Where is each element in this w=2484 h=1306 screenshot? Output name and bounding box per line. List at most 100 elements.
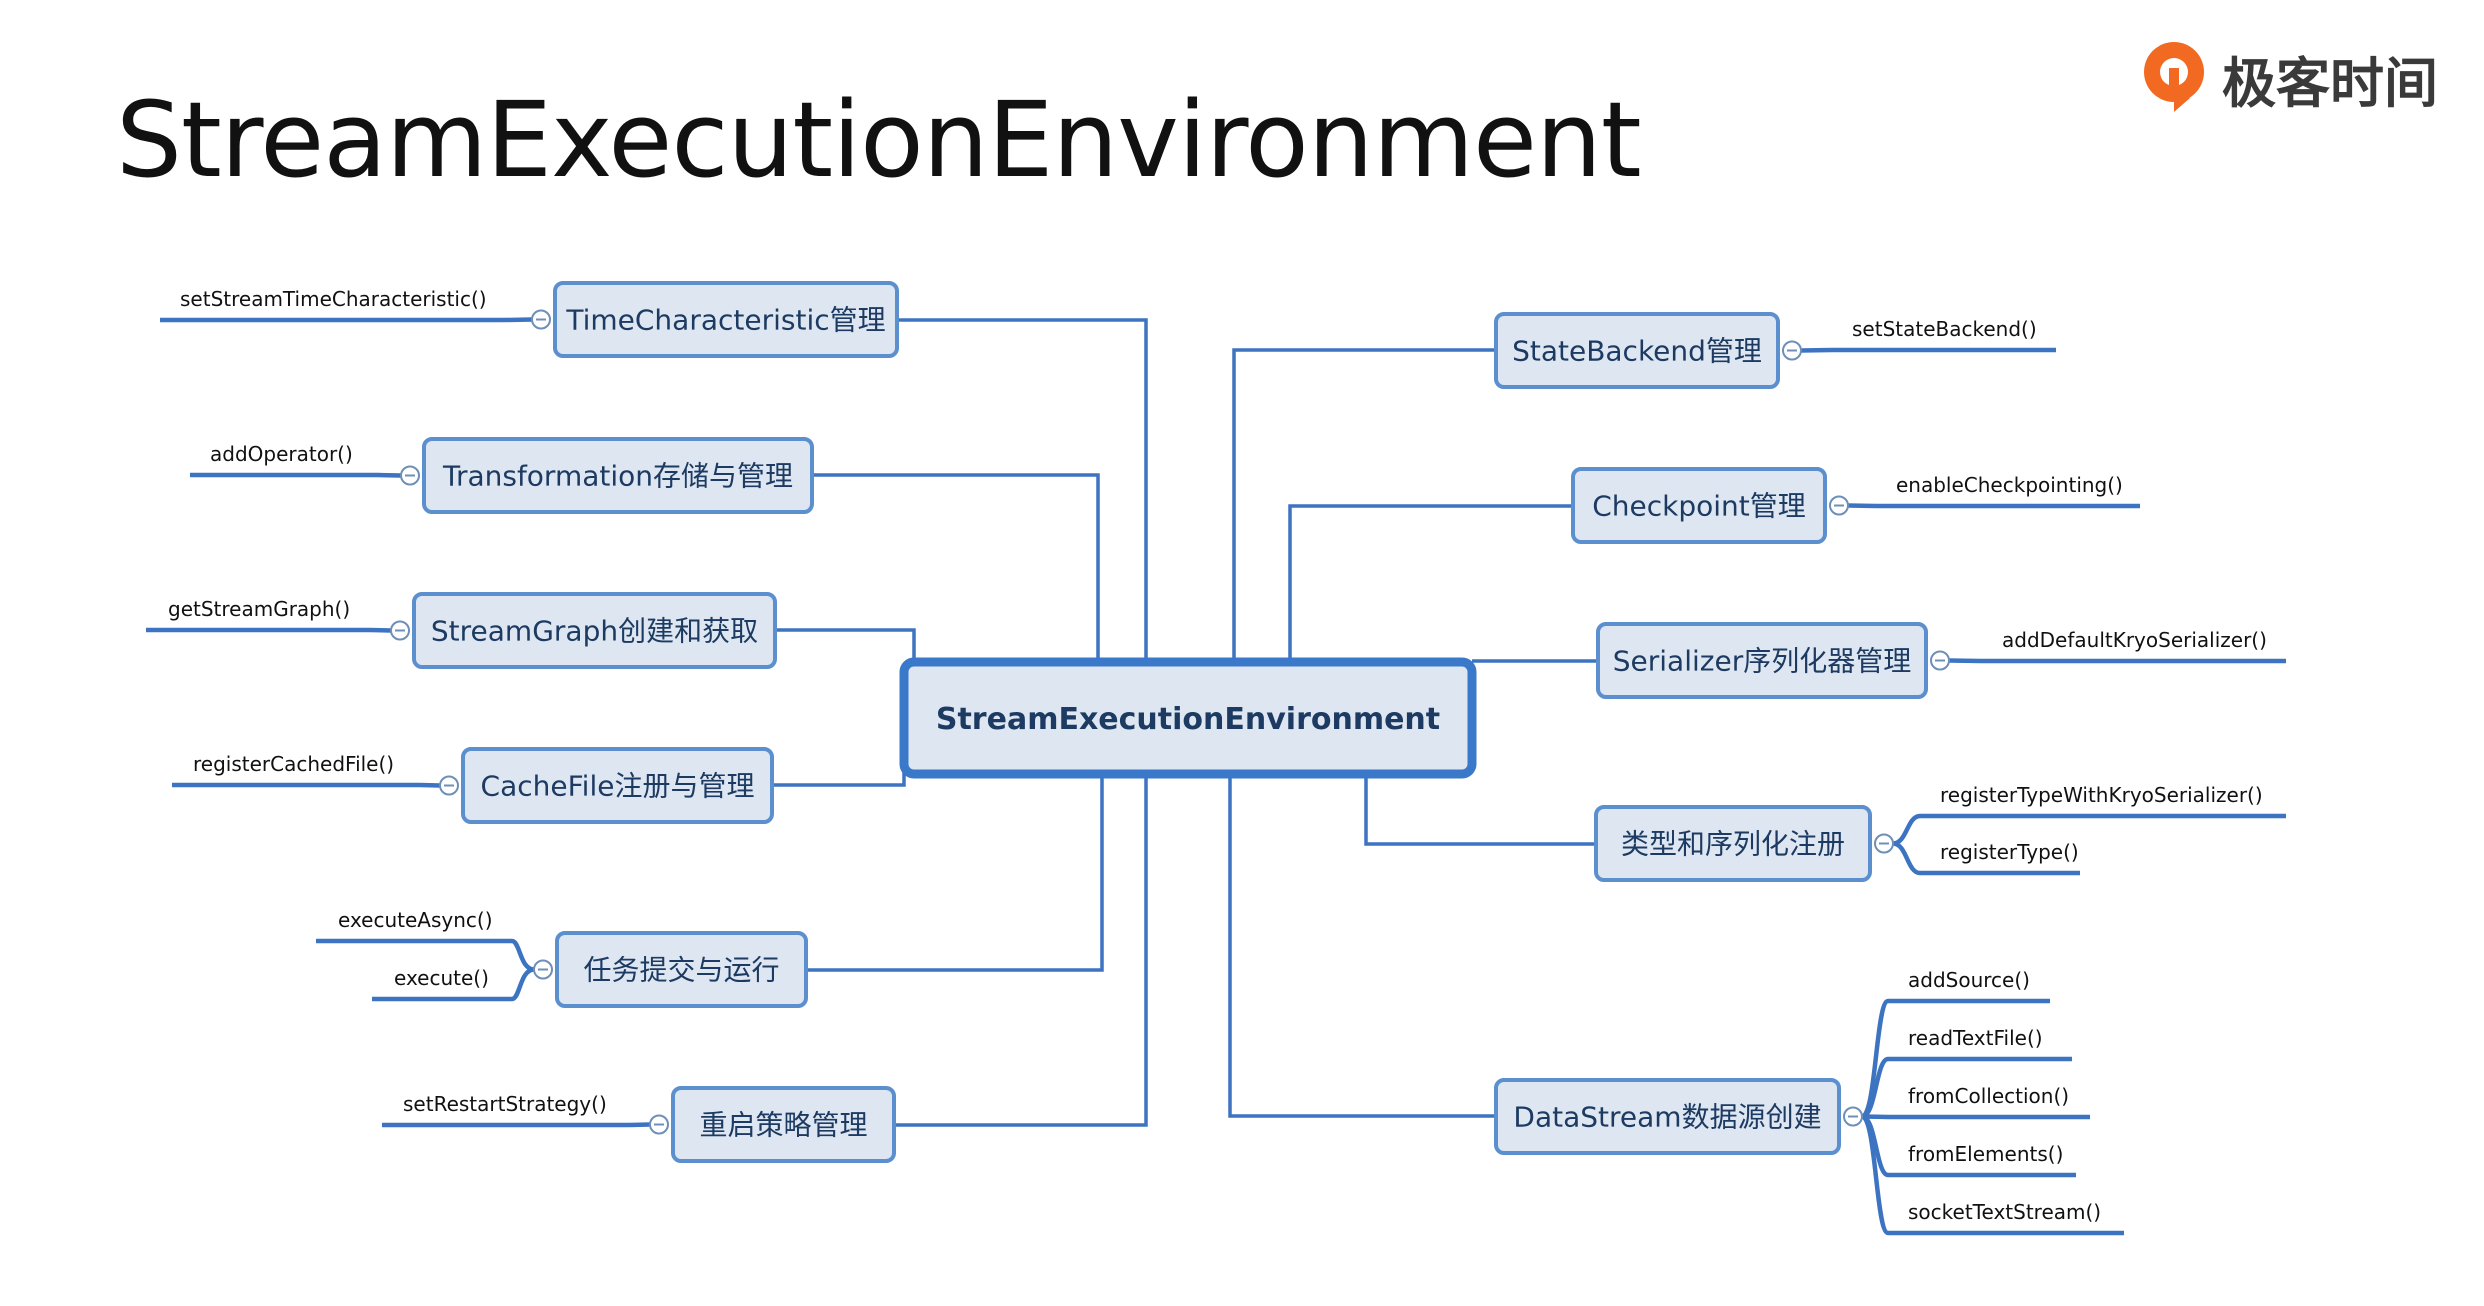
leaf-connector bbox=[1800, 347, 1833, 353]
collapse-toggle[interactable] bbox=[533, 959, 553, 980]
topic-node-label: StreamGraph创建和获取 bbox=[431, 615, 758, 648]
topic-node-label: 类型和序列化注册 bbox=[1621, 828, 1845, 861]
leaf-label: setStreamTimeCharacteristic() bbox=[180, 287, 487, 311]
collapse-toggle[interactable] bbox=[1930, 650, 1950, 671]
topic-node-box bbox=[555, 931, 808, 1008]
leaf-connector bbox=[369, 627, 392, 633]
edge-7 bbox=[1232, 348, 1496, 662]
edge-6 bbox=[894, 774, 1148, 1127]
topic-node-label: DataStream数据源创建 bbox=[1513, 1101, 1821, 1134]
collapse-toggle[interactable] bbox=[1843, 1106, 1863, 1127]
edge-5 bbox=[806, 774, 1104, 972]
mind-map-leaves: setStreamTimeCharacteristic() addOperator… bbox=[146, 287, 2286, 1236]
leaf-item: fromElements() bbox=[1861, 1114, 2076, 1178]
edge-3 bbox=[775, 628, 916, 662]
leaf-label: registerTypeWithKryoSerializer() bbox=[1940, 783, 2263, 807]
leaf-label: execute() bbox=[394, 966, 489, 990]
leaf-label: setRestartStrategy() bbox=[403, 1092, 607, 1116]
collapse-toggle[interactable] bbox=[1782, 340, 1802, 361]
leaf-label: fromElements() bbox=[1908, 1142, 2063, 1166]
collapse-toggle[interactable] bbox=[1829, 495, 1849, 516]
brand-name: 极客时间 bbox=[2222, 51, 2438, 115]
collapse-toggle[interactable] bbox=[390, 620, 410, 641]
topic-node: Checkpoint管理 bbox=[1571, 467, 1827, 544]
edge-2 bbox=[812, 473, 1100, 662]
topic-node-box bbox=[671, 1086, 896, 1163]
leaf-label: socketTextStream() bbox=[1908, 1200, 2101, 1224]
leaf-item: registerType() bbox=[1892, 840, 2080, 876]
topic-node-box bbox=[1494, 312, 1780, 389]
edge-10 bbox=[1364, 774, 1596, 846]
leaf-item: getStreamGraph() bbox=[146, 597, 392, 633]
leaf-label: fromCollection() bbox=[1908, 1084, 2069, 1108]
brand-logo: 极客时间 bbox=[2140, 38, 2438, 118]
leaf-label: registerCachedFile() bbox=[193, 752, 394, 776]
root-node: StreamExecutionEnvironment bbox=[899, 657, 1477, 779]
leaf-item: registerTypeWithKryoSerializer() bbox=[1892, 783, 2286, 846]
topic-node: DataStream数据源创建 bbox=[1494, 1078, 1841, 1155]
topic-node: 类型和序列化注册 bbox=[1594, 805, 1872, 882]
collapse-toggle[interactable] bbox=[531, 309, 551, 330]
page-title: StreamExecutionEnvironment bbox=[116, 79, 1642, 201]
topic-node-label: Serializer序列化器管理 bbox=[1613, 645, 1911, 678]
leaf-label: readTextFile() bbox=[1908, 1026, 2043, 1050]
topic-node-label: TimeCharacteristic管理 bbox=[565, 304, 885, 337]
leaf-item: enableCheckpointing() bbox=[1847, 473, 2140, 509]
edge-1 bbox=[897, 318, 1148, 662]
leaf-item: fromCollection() bbox=[1861, 1084, 2090, 1120]
collapse-toggle[interactable] bbox=[1874, 833, 1894, 854]
leaf-item: socketTextStream() bbox=[1860, 1114, 2124, 1236]
edge-4 bbox=[772, 762, 906, 787]
topic-node-label: StateBackend管理 bbox=[1512, 335, 1762, 368]
mind-map-nodes: StreamExecutionEnvironment TimeCharacteri… bbox=[390, 281, 1950, 1163]
leaf-label: enableCheckpointing() bbox=[1896, 473, 2123, 497]
collapse-toggle[interactable] bbox=[400, 465, 420, 486]
topic-node: StreamGraph创建和获取 bbox=[412, 592, 777, 669]
geekbang-logo-icon bbox=[2144, 42, 2204, 112]
leaf-connector bbox=[1860, 1114, 1891, 1236]
edge-11 bbox=[1228, 774, 1496, 1118]
leaf-label: setStateBackend() bbox=[1852, 317, 2037, 341]
root-node-box bbox=[899, 657, 1477, 779]
topic-node-box bbox=[1571, 467, 1827, 544]
topic-node: TimeCharacteristic管理 bbox=[553, 281, 899, 358]
edge-8 bbox=[1288, 504, 1573, 662]
topic-node: CacheFile注册与管理 bbox=[461, 747, 774, 824]
topic-node-box bbox=[1594, 805, 1872, 882]
collapse-toggle[interactable] bbox=[439, 775, 459, 796]
topic-node-box bbox=[461, 747, 774, 824]
leaf-item: setStreamTimeCharacteristic() bbox=[160, 287, 533, 323]
leaf-connector bbox=[511, 938, 535, 972]
leaf-item: setRestartStrategy() bbox=[382, 1092, 651, 1128]
leaf-item: setStateBackend() bbox=[1800, 317, 2056, 353]
leaf-connector bbox=[1892, 841, 1921, 876]
topic-node: 任务提交与运行 bbox=[555, 931, 808, 1008]
leaf-connector bbox=[1892, 813, 1921, 846]
topic-node: 重启策略管理 bbox=[671, 1086, 896, 1163]
leaf-item: readTextFile() bbox=[1861, 1026, 2072, 1119]
topic-node-box bbox=[412, 592, 777, 669]
leaf-connector bbox=[1948, 658, 1981, 664]
topic-node-label: CacheFile注册与管理 bbox=[481, 770, 755, 803]
leaf-item: addOperator() bbox=[190, 442, 402, 478]
leaf-item: execute() bbox=[372, 966, 535, 1002]
topic-node: Transformation存储与管理 bbox=[422, 437, 814, 514]
mind-map-edges bbox=[772, 318, 1598, 1127]
topic-node-box bbox=[1494, 1078, 1841, 1155]
topic-node: StateBackend管理 bbox=[1494, 312, 1780, 389]
topic-node-box bbox=[422, 437, 814, 514]
leaf-label: executeAsync() bbox=[338, 908, 493, 932]
topic-node-label: Checkpoint管理 bbox=[1592, 490, 1806, 523]
leaf-item: executeAsync() bbox=[316, 908, 535, 972]
topic-node-box bbox=[553, 281, 899, 358]
topic-node: Serializer序列化器管理 bbox=[1596, 622, 1928, 699]
leaf-connector bbox=[511, 967, 535, 1002]
leaf-connector bbox=[1847, 503, 1877, 509]
collapse-toggle[interactable] bbox=[649, 1114, 669, 1135]
topic-node-box bbox=[1596, 622, 1928, 699]
leaf-item: registerCachedFile() bbox=[172, 752, 441, 788]
leaf-label: getStreamGraph() bbox=[168, 597, 350, 621]
leaf-label: registerType() bbox=[1940, 840, 2079, 864]
topic-node-label: Transformation存储与管理 bbox=[442, 460, 793, 493]
